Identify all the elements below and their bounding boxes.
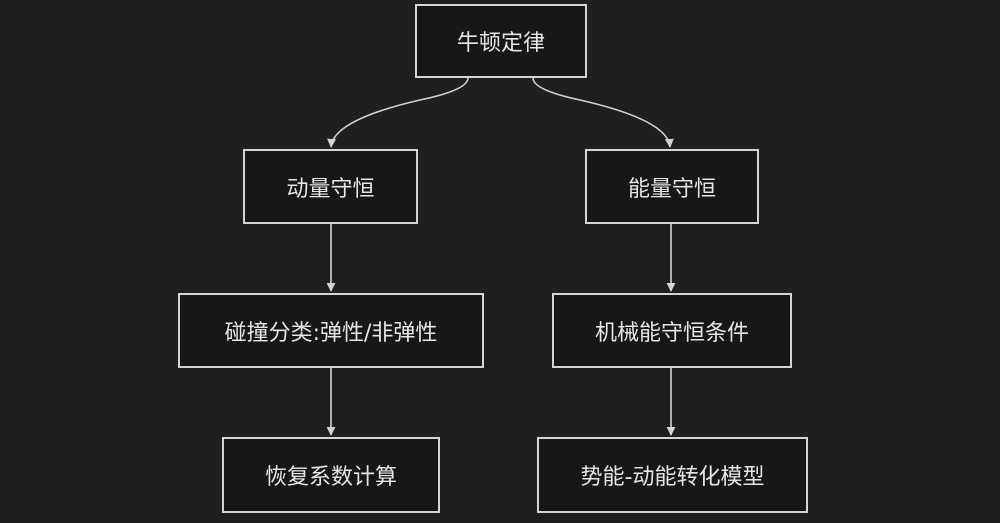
node-restitution-coefficient-label: 恢复系数计算 [264,465,397,490]
edge-newton-to-momentum [327,77,469,148]
node-mechanical-energy-conditions-label: 机械能守恒条件 [594,320,749,346]
node-potential-kinetic-model-label: 势能-动能转化模型 [580,465,765,490]
node-energy-conservation: 能量守恒 [585,149,759,224]
node-momentum-conservation: 动量守恒 [243,149,418,224]
node-potential-kinetic-model: 势能-动能转化模型 [537,437,808,513]
node-newton-laws-label: 牛顿定律 [456,31,545,56]
node-energy-conservation-label: 能量守恒 [627,176,716,202]
node-collision-classification-label: 碰撞分类:弹性/非弹性 [224,320,438,346]
node-newton-laws: 牛顿定律 [415,4,587,78]
node-momentum-conservation-label: 动量守恒 [286,176,375,202]
edge-newton-to-energy [532,77,674,148]
node-restitution-coefficient: 恢复系数计算 [222,437,440,513]
node-mechanical-energy-conditions: 机械能守恒条件 [552,293,792,368]
node-collision-classification: 碰撞分类:弹性/非弹性 [178,293,484,368]
